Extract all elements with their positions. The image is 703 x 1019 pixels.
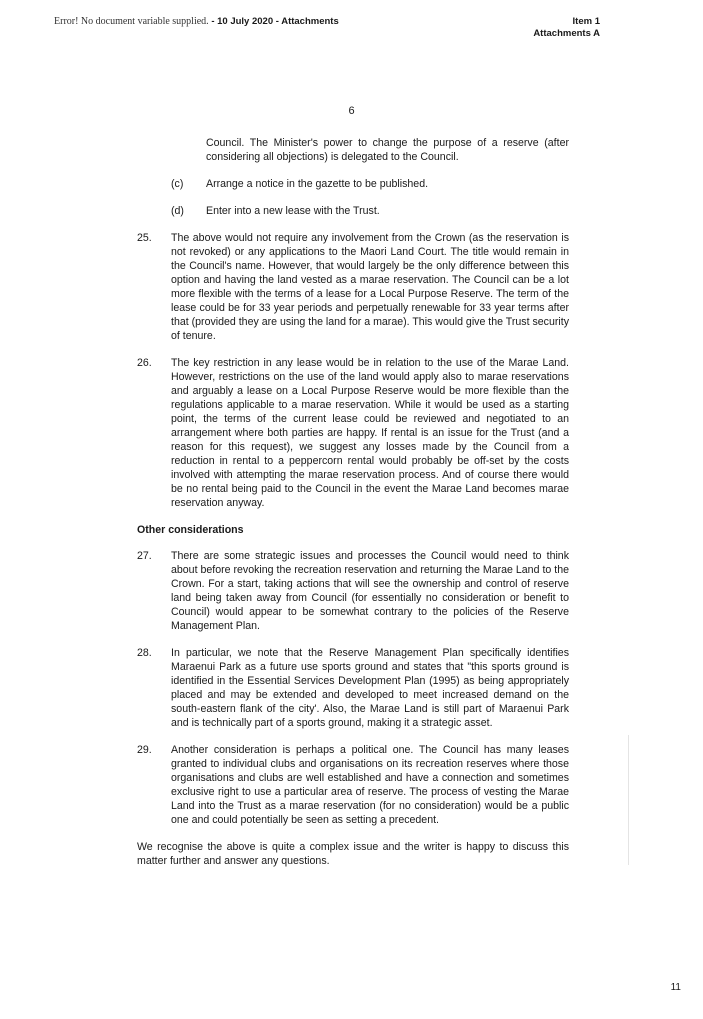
- paragraph: 25. The above would not require any invo…: [137, 231, 569, 343]
- paragraph-number: 29.: [137, 744, 152, 756]
- paragraph-number: 27.: [137, 550, 152, 562]
- header-attachment: Attachments A: [533, 28, 600, 39]
- paragraph-text: The above would not require any involvem…: [171, 232, 569, 342]
- sub-item: (d) Enter into a new lease with the Trus…: [171, 204, 569, 218]
- paragraph: 27. There are some strategic issues and …: [137, 549, 569, 633]
- header-item: Item 1: [572, 16, 600, 27]
- sub-item-label: (c): [171, 178, 184, 190]
- paragraph-text: Another consideration is perhaps a polit…: [171, 744, 569, 826]
- section-heading: Other considerations: [137, 524, 244, 536]
- paragraph-number: 28.: [137, 647, 152, 659]
- sub-item-text: Arrange a notice in the gazette to be pu…: [206, 178, 429, 190]
- sub-item-label: (d): [171, 205, 184, 217]
- paragraph: 26. The key restriction in any lease wou…: [137, 356, 569, 510]
- closing-paragraph: We recognise the above is quite a comple…: [137, 841, 569, 867]
- continuation-text: Council. The Minister's power to change …: [206, 137, 569, 163]
- sub-item-text: Enter into a new lease with the Trust.: [206, 205, 380, 217]
- header-error-text: Error! No document variable supplied.: [54, 16, 209, 27]
- paragraph-text: In particular, we note that the Reserve …: [171, 647, 569, 729]
- paragraph: 29. Another consideration is perhaps a p…: [137, 743, 569, 827]
- sub-item: (c) Arrange a notice in the gazette to b…: [171, 177, 569, 191]
- paragraph-number: 25.: [137, 232, 152, 244]
- header-meeting-text: - 10 July 2020 - Attachments: [208, 16, 339, 27]
- header-item-label: Item 1 Attachments A: [533, 16, 600, 40]
- scan-margin-line: [628, 735, 629, 865]
- paragraph-number: 26.: [137, 357, 152, 369]
- document-body: Council. The Minister's power to change …: [137, 136, 569, 868]
- document-header: Error! No document variable supplied. - …: [54, 16, 339, 28]
- paragraph: 28. In particular, we note that the Rese…: [137, 646, 569, 730]
- page-number: 6: [348, 105, 355, 117]
- paragraph-text: There are some strategic issues and proc…: [171, 550, 569, 632]
- paragraph-text: The key restriction in any lease would b…: [171, 357, 569, 509]
- footer-page-number: 11: [670, 982, 681, 993]
